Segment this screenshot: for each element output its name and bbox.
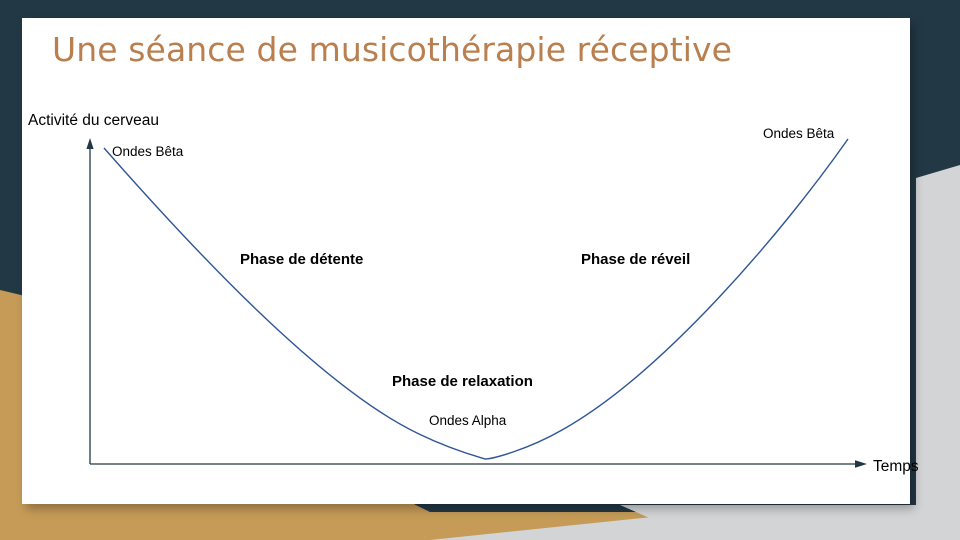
- x-axis-label: Temps: [873, 458, 919, 475]
- annotation-phase-de-reveil: Phase de réveil: [581, 251, 691, 268]
- annotation-ondes-beta-right: Ondes Bêta: [763, 126, 835, 141]
- slide-card: Une séance de musicothérapie réceptive A…: [22, 18, 919, 504]
- y-axis: [86, 138, 94, 464]
- y-axis-label: Activité du cerveau: [28, 112, 159, 129]
- chart-svg: [86, 138, 867, 468]
- x-axis: [90, 460, 867, 468]
- annotation-ondes-alpha: Ondes Alpha: [429, 413, 507, 428]
- annotation-ondes-beta-left: Ondes Bêta: [112, 144, 184, 159]
- annotation-phase-de-relaxation: Phase de relaxation: [392, 373, 533, 390]
- page-title: Une séance de musicothérapie réceptive: [52, 30, 733, 69]
- annotation-phase-de-detente: Phase de détente: [240, 251, 364, 268]
- brain-activity-chart: [22, 18, 910, 504]
- activity-curve: [103, 138, 849, 460]
